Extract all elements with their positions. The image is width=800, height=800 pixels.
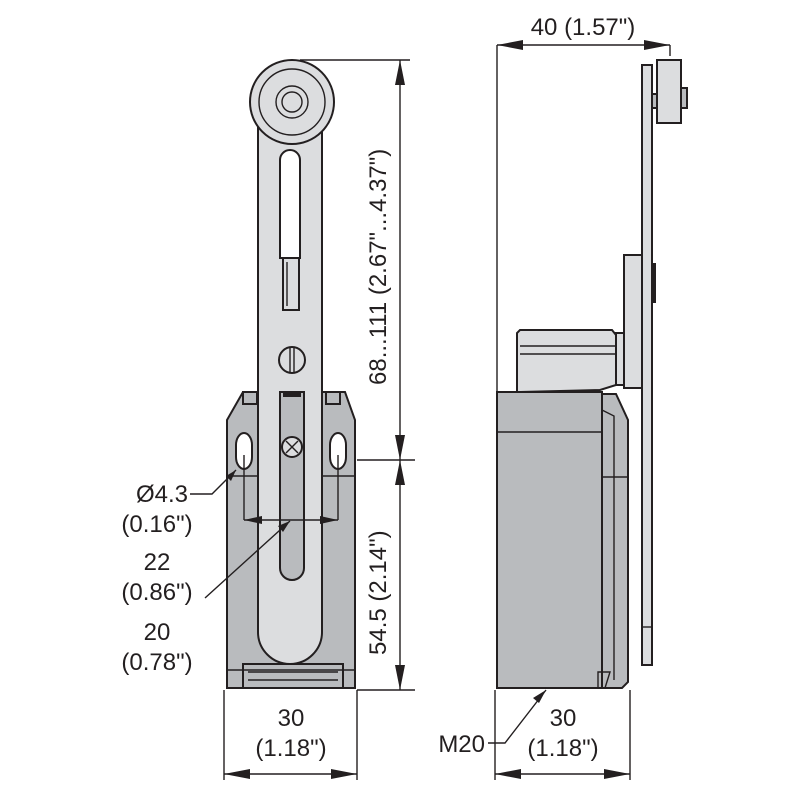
front-view — [226, 59, 356, 689]
side-dimensions: 40 (1.57") 30 (1.18") M20 — [438, 14, 671, 780]
mounting-hole-right — [329, 432, 347, 470]
body-height-label: 54.5 (2.14") — [365, 530, 392, 655]
thread-label: M20 — [438, 731, 485, 758]
side-housing — [496, 391, 603, 689]
side-width-in: (1.18") — [527, 735, 598, 762]
roller-lever-arm — [257, 99, 323, 665]
mounting-hole-left — [235, 432, 253, 470]
lever-height-label: 68...111 (2.67"...4.37") — [365, 149, 392, 385]
side-lever-plate — [641, 64, 653, 666]
front-dimensions: 68...111 (2.67"...4.37") 54.5 (2.14") 30… — [121, 59, 415, 780]
side-depth-label: 40 (1.57") — [531, 14, 636, 41]
front-width-in: (1.18") — [255, 735, 326, 762]
side-cover-flange — [601, 393, 629, 689]
front-base-connector — [242, 663, 344, 689]
lever-upper-slot — [279, 149, 301, 259]
slot-width-in: (0.78") — [121, 649, 192, 676]
side-roller-axle — [680, 87, 688, 109]
housing-notch-right — [325, 391, 341, 405]
side-pivot-hub — [623, 254, 643, 389]
hole-spacing-mm: 22 — [144, 549, 171, 576]
hole-diameter-mm: Ø4.3 — [136, 481, 188, 508]
hole-diameter-in: (0.16") — [121, 511, 192, 538]
side-width-mm: 30 — [550, 705, 577, 732]
side-view — [496, 45, 688, 689]
housing-notch-left — [242, 391, 258, 405]
slot-screw — [278, 346, 306, 374]
side-roller — [656, 59, 682, 124]
hole-spacing-in: (0.86") — [121, 579, 192, 606]
slot-width-mm: 20 — [144, 619, 171, 646]
lever-inner-rod — [279, 391, 305, 581]
front-width-mm: 30 — [278, 705, 305, 732]
lever-slide-block — [282, 257, 300, 311]
side-actuator-head — [516, 329, 617, 393]
roller-wheel — [249, 59, 335, 145]
